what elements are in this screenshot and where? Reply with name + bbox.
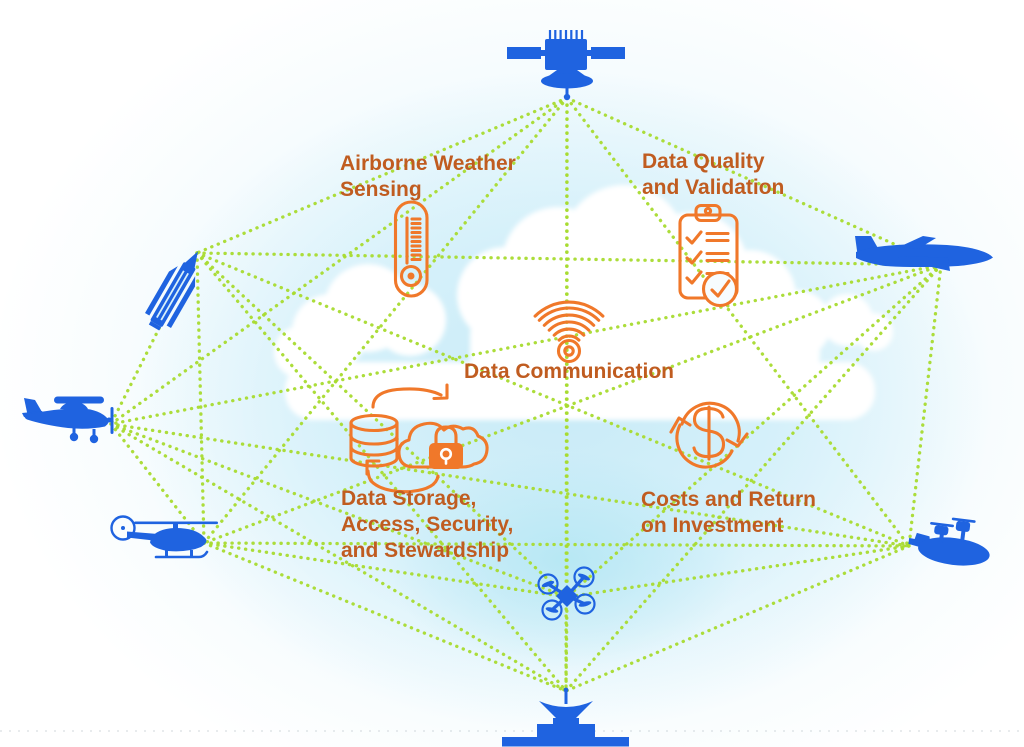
link-rocket-ground-station: [195, 251, 568, 693]
link-satellite-ground-station: [564, 96, 569, 693]
label-data-quality-validation: Data Quality and Validation: [642, 149, 784, 201]
label-line: on Investment: [641, 514, 784, 537]
link-airliner-quadcopter-drone: [565, 263, 943, 599]
dollar-cycle-icon: [669, 401, 749, 469]
thermometer-icon: [393, 200, 429, 298]
label-line: Data Quality: [642, 150, 765, 173]
link-small-plane-quadcopter-drone: [109, 422, 569, 599]
link-airliner-small-plane: [109, 263, 943, 426]
wifi-icon: [533, 300, 605, 364]
label-line: Data Storage,: [341, 487, 477, 510]
link-airliner-airship: [907, 263, 943, 548]
database-icon: [349, 413, 399, 468]
airliner-icon: [855, 236, 993, 271]
label-line: Costs and Return: [641, 488, 817, 511]
link-airliner-helicopter: [202, 263, 943, 545]
label-data-storage: Data Storage, Access, Security, and Stew…: [341, 486, 513, 564]
link-helicopter-airship: [202, 541, 911, 548]
checklist-clipboard-icon: [678, 203, 739, 308]
label-line: Data Communication: [463, 360, 675, 383]
label-line: Access, Security,: [341, 513, 514, 536]
small-plane-icon: [22, 396, 114, 444]
helicopter-icon: [110, 515, 218, 559]
cloud-lock-icon: [397, 421, 489, 469]
link-airship-quadcopter-drone: [565, 544, 911, 599]
network-links: [109, 96, 943, 693]
link-satellite-helicopter: [202, 96, 569, 545]
label-line: Sensing: [340, 178, 422, 201]
airship-icon: [908, 517, 990, 566]
label-airborne-weather-sensing: Airborne Weather Sensing: [340, 151, 516, 203]
label-data-communication: Data Communication: [449, 359, 689, 385]
label-line: Airborne Weather: [340, 152, 516, 175]
ground-station-icon: [502, 687, 629, 747]
link-satellite-small-plane: [109, 96, 569, 426]
link-rocket-small-plane: [109, 251, 199, 426]
link-rocket-airliner: [195, 251, 943, 267]
label-costs-roi: Costs and Return on Investment: [641, 487, 816, 539]
satellite-icon: [507, 30, 625, 101]
label-line: and Stewardship: [341, 539, 510, 562]
sync-arrows-icon: [365, 383, 449, 494]
label-line: and Validation: [642, 176, 785, 199]
link-rocket-airship: [195, 251, 911, 548]
link-small-plane-ground-station: [109, 422, 568, 693]
link-rocket-quadcopter-drone: [195, 251, 569, 599]
rocket-icon: [145, 251, 198, 331]
link-rocket-helicopter: [195, 251, 206, 545]
quadcopter-drone-icon: [537, 566, 596, 621]
link-airship-ground-station: [564, 544, 911, 693]
link-quadcopter-drone-ground-station: [564, 595, 569, 693]
link-satellite-airship: [565, 96, 911, 548]
link-small-plane-airship: [109, 422, 911, 548]
link-helicopter-ground-station: [202, 541, 568, 693]
link-helicopter-quadcopter-drone: [202, 541, 569, 599]
link-satellite-airliner: [565, 96, 943, 267]
